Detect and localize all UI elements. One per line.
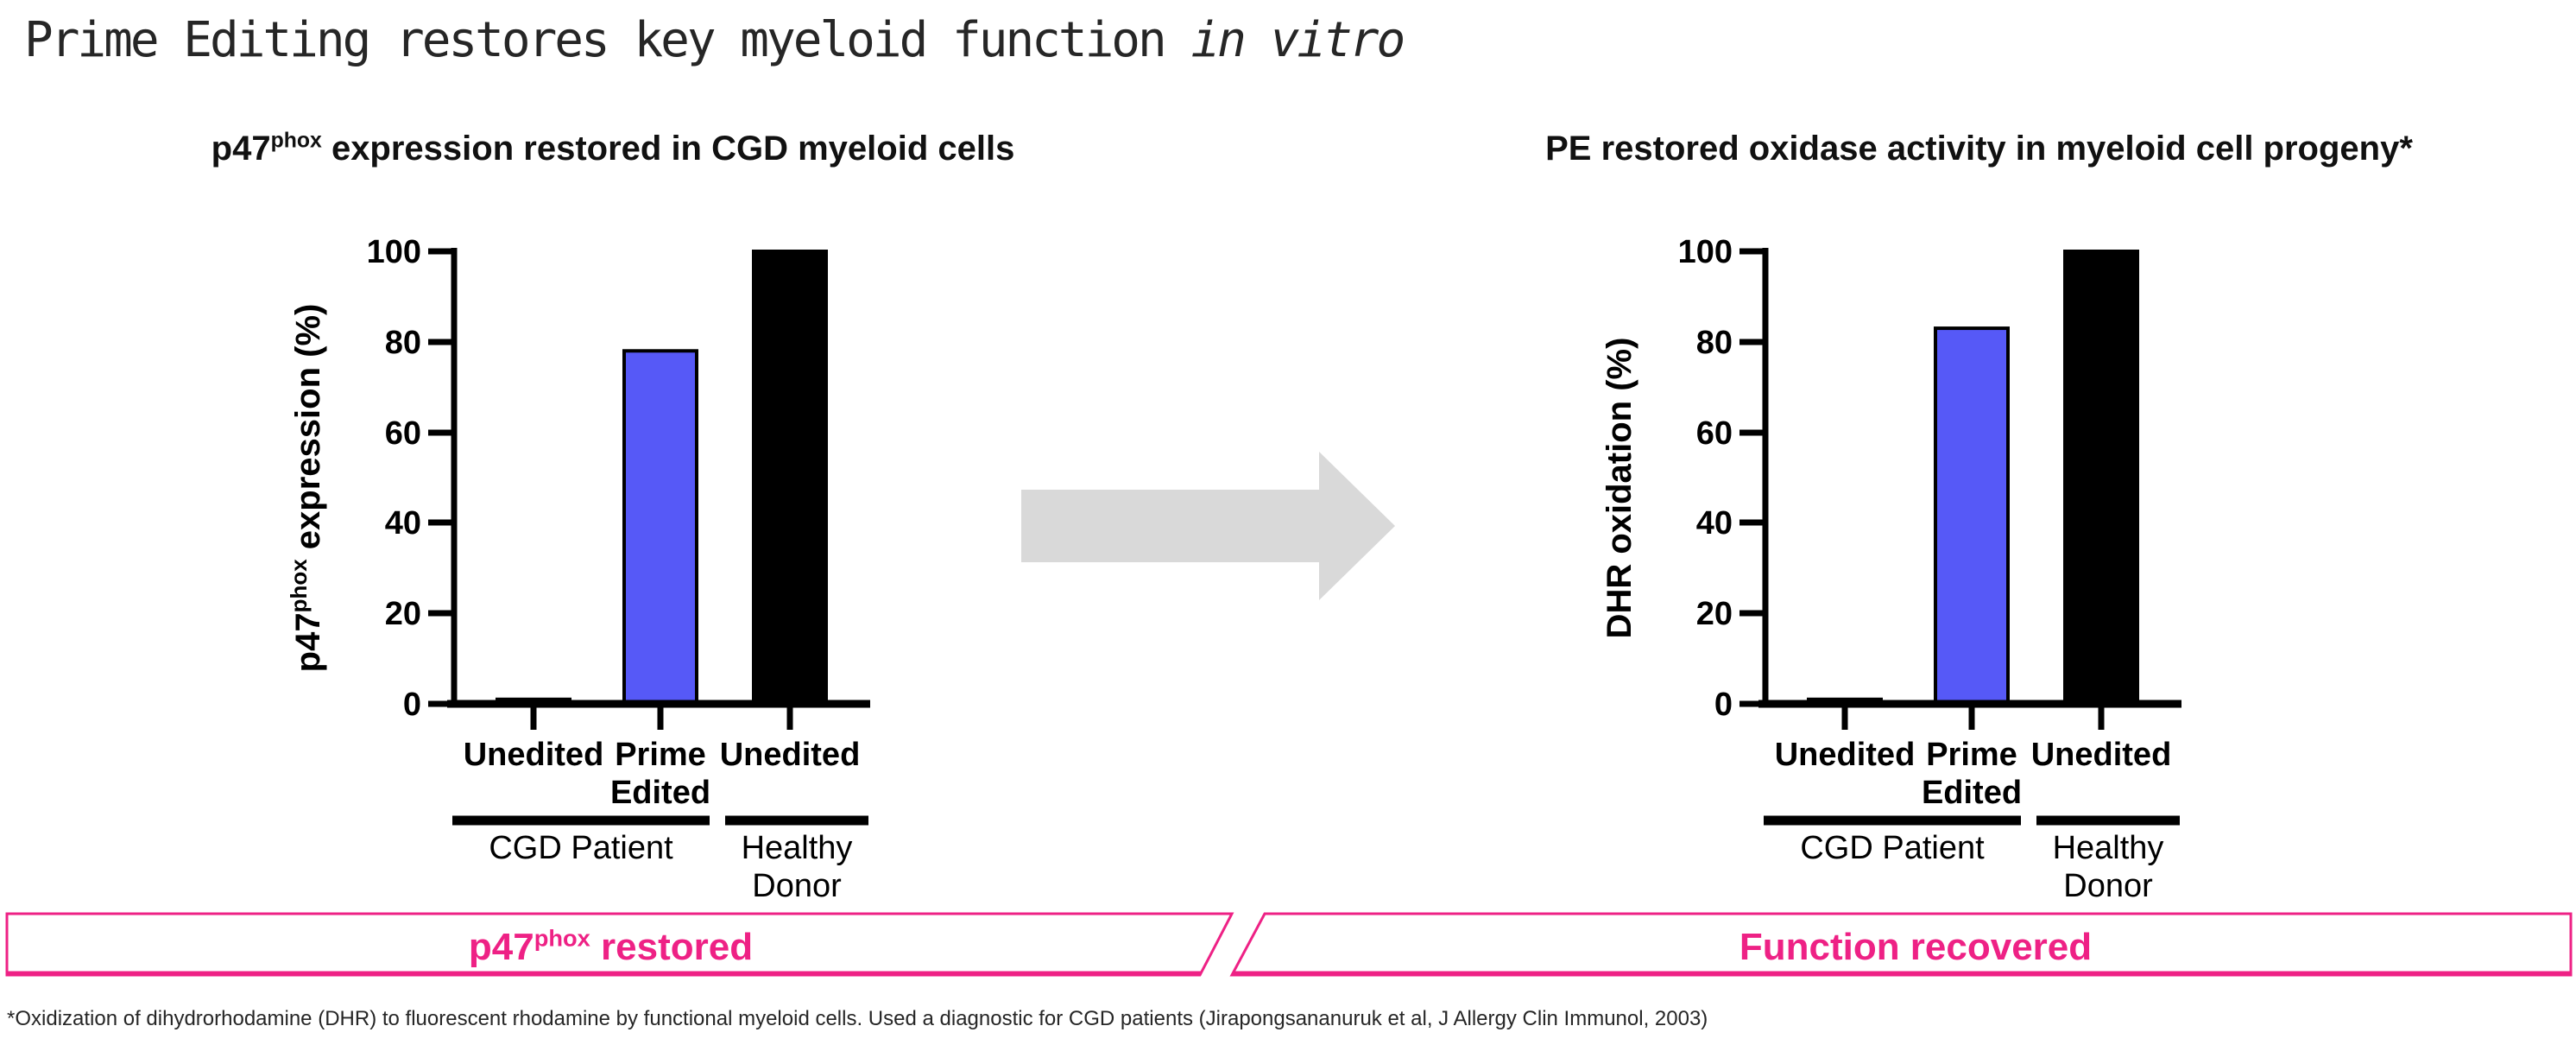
left-banner-label: p47phox restored: [9, 926, 1213, 969]
left-ytick-100: 100: [367, 234, 421, 270]
right-category-labels: Unedited Prime Edited Unedited: [1775, 737, 2172, 811]
right-ytick-40: 40: [1696, 505, 1733, 542]
bar-right-healthy-donor: [2063, 250, 2139, 706]
left-ytick-60: 60: [385, 415, 421, 452]
left-ytick-20: 20: [385, 596, 421, 632]
right-group-donor: Donor: [2063, 868, 2153, 904]
left-x-ticks: [530, 707, 793, 730]
bar-left-prime-edited: [622, 349, 698, 706]
left-group-cgd-patient: CGD Patient: [489, 830, 673, 866]
right-group-healthy: Healthy: [2053, 830, 2164, 866]
right-cat-prime: Prime: [1926, 737, 2017, 773]
right-ytick-0: 0: [1714, 687, 1733, 723]
right-cat-unedited-1: Unedited: [1775, 737, 1916, 773]
left-group-healthy: Healthy: [742, 830, 853, 866]
slide-title-main: Prime Editing restores key myeloid funct…: [24, 12, 1191, 68]
right-cat-edited: Edited: [1922, 775, 2022, 811]
left-y-ticks: [428, 248, 451, 707]
banner-left-sup: phox: [534, 924, 590, 952]
subtitle-left-post: expression restored in CGD myeloid cells: [321, 130, 1015, 168]
right-group-labels: CGD Patient Healthy Donor: [1800, 830, 2163, 904]
left-ytick-0: 0: [403, 687, 421, 723]
right-banner-label: Function recovered: [1262, 926, 2569, 969]
right-x-ticks: [1841, 707, 2105, 730]
footnote: *Oxidization of dihydrorhodamine (DHR) t…: [7, 1007, 1708, 1030]
left-chart-subtitle: p47phox expression restored in CGD myelo…: [52, 130, 1174, 168]
left-bar-chart: 0 20 40 60 80 100 Unedited Prime Edited …: [286, 234, 870, 904]
left-cat-unedited-1: Unedited: [464, 737, 604, 773]
right-bar-chart: 0 20 40 60 80 100 Unedited Prime Edited …: [1601, 234, 2181, 904]
left-banner-shape: [5, 912, 1234, 977]
subtitle-right-pre: PE restored oxidase activity in myeloid …: [1545, 130, 2413, 168]
right-y-tick-labels: 0 20 40 60 80 100: [1678, 234, 1733, 723]
bar-right-prime-edited: [1934, 326, 2010, 706]
right-group-cgd-patient: CGD Patient: [1800, 830, 1985, 866]
slide-title-italic: in vitro: [1190, 12, 1405, 68]
left-cat-unedited-2: Unedited: [720, 737, 861, 773]
right-ytick-80: 80: [1696, 325, 1733, 361]
left-ytick-40: 40: [385, 505, 421, 542]
left-group-donor: Donor: [752, 868, 842, 904]
bar-left-healthy-donor: [752, 250, 828, 706]
subtitle-left-sup: phox: [270, 129, 322, 153]
banner-right-text: Function recovered: [1739, 926, 2093, 968]
left-group-labels: CGD Patient Healthy Donor: [489, 830, 852, 904]
transition-arrow-icon: [1021, 452, 1395, 600]
banner-left-post: restored: [590, 926, 754, 968]
right-ytick-100: 100: [1678, 234, 1733, 270]
left-y-tick-labels: 0 20 40 60 80 100: [367, 234, 421, 723]
right-cat-unedited-2: Unedited: [2031, 737, 2172, 773]
subtitle-left-pre: p47: [211, 130, 271, 168]
left-y-axis-title: p47phox expression (%): [286, 304, 327, 673]
left-category-labels: Unedited Prime Edited Unedited: [464, 737, 861, 811]
banner-left-pre: p47: [468, 926, 534, 968]
right-ytick-20: 20: [1696, 596, 1733, 632]
left-cat-prime: Prime: [615, 737, 706, 773]
left-cat-edited: Edited: [610, 775, 710, 811]
left-ytick-80: 80: [385, 325, 421, 361]
right-y-ticks: [1739, 248, 1763, 707]
right-chart-subtitle: PE restored oxidase activity in myeloid …: [1398, 130, 2560, 168]
slide-title: Prime Editing restores key myeloid funct…: [24, 12, 1405, 68]
right-y-axis-title: DHR oxidation (%): [1601, 338, 1638, 639]
right-banner-shape: [1229, 912, 2573, 977]
right-ytick-60: 60: [1696, 415, 1733, 452]
